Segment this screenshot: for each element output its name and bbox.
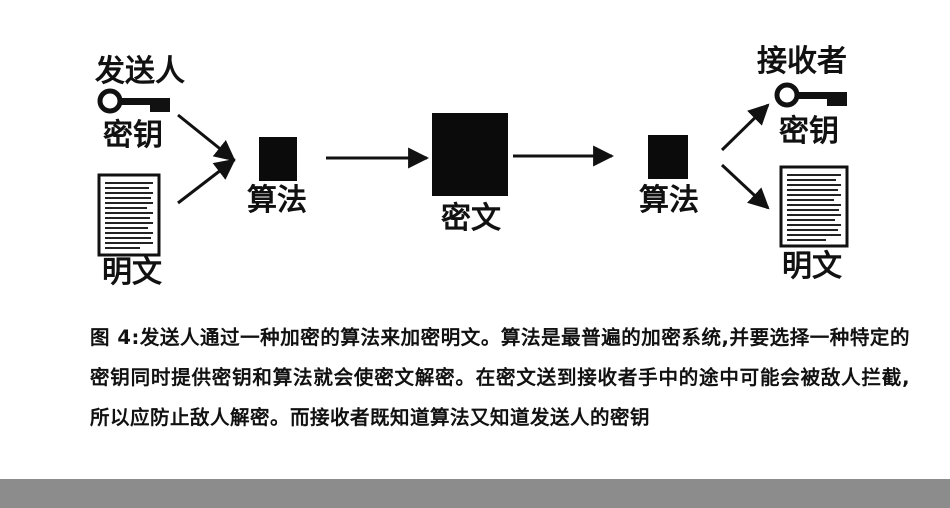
- receiver-plaintext-document-icon: [779, 165, 849, 248]
- receiver-label: 接收者: [757, 44, 847, 79]
- right-algorithm-label: 算法: [639, 183, 699, 218]
- receiver-key-icon: [774, 82, 847, 108]
- ciphertext-label: 密文: [441, 201, 501, 236]
- sender-label: 发送人: [95, 54, 185, 89]
- key-to-algorithm-arrow: [177, 113, 236, 162]
- ciphertext-box: [432, 113, 508, 196]
- plaintext-to-algorithm-arrow: [177, 158, 236, 205]
- right-algorithm-box: [648, 135, 688, 179]
- figure-caption: 图 4:发送人通过一种加密的算法来加密明文。算法是最普遍的加密系统,并要选择一种…: [90, 326, 910, 429]
- sender-plaintext-document-icon: [97, 173, 161, 257]
- sender-key-label: 密钥: [103, 118, 163, 153]
- left-algorithm-box: [259, 137, 297, 181]
- left-algorithm-label: 算法: [247, 183, 307, 218]
- receiver-key-label: 密钥: [779, 114, 839, 149]
- sender-key-icon: [97, 88, 170, 114]
- algorithm-to-receiver-key-arrow: [720, 103, 770, 152]
- sender-plaintext-label: 明文: [102, 255, 162, 290]
- algorithm-to-receiver-plaintext-arrow: [720, 163, 770, 210]
- encryption-diagram: [97, 82, 849, 257]
- receiver-plaintext-label: 明文: [782, 249, 842, 284]
- bottom-bar: [0, 479, 950, 508]
